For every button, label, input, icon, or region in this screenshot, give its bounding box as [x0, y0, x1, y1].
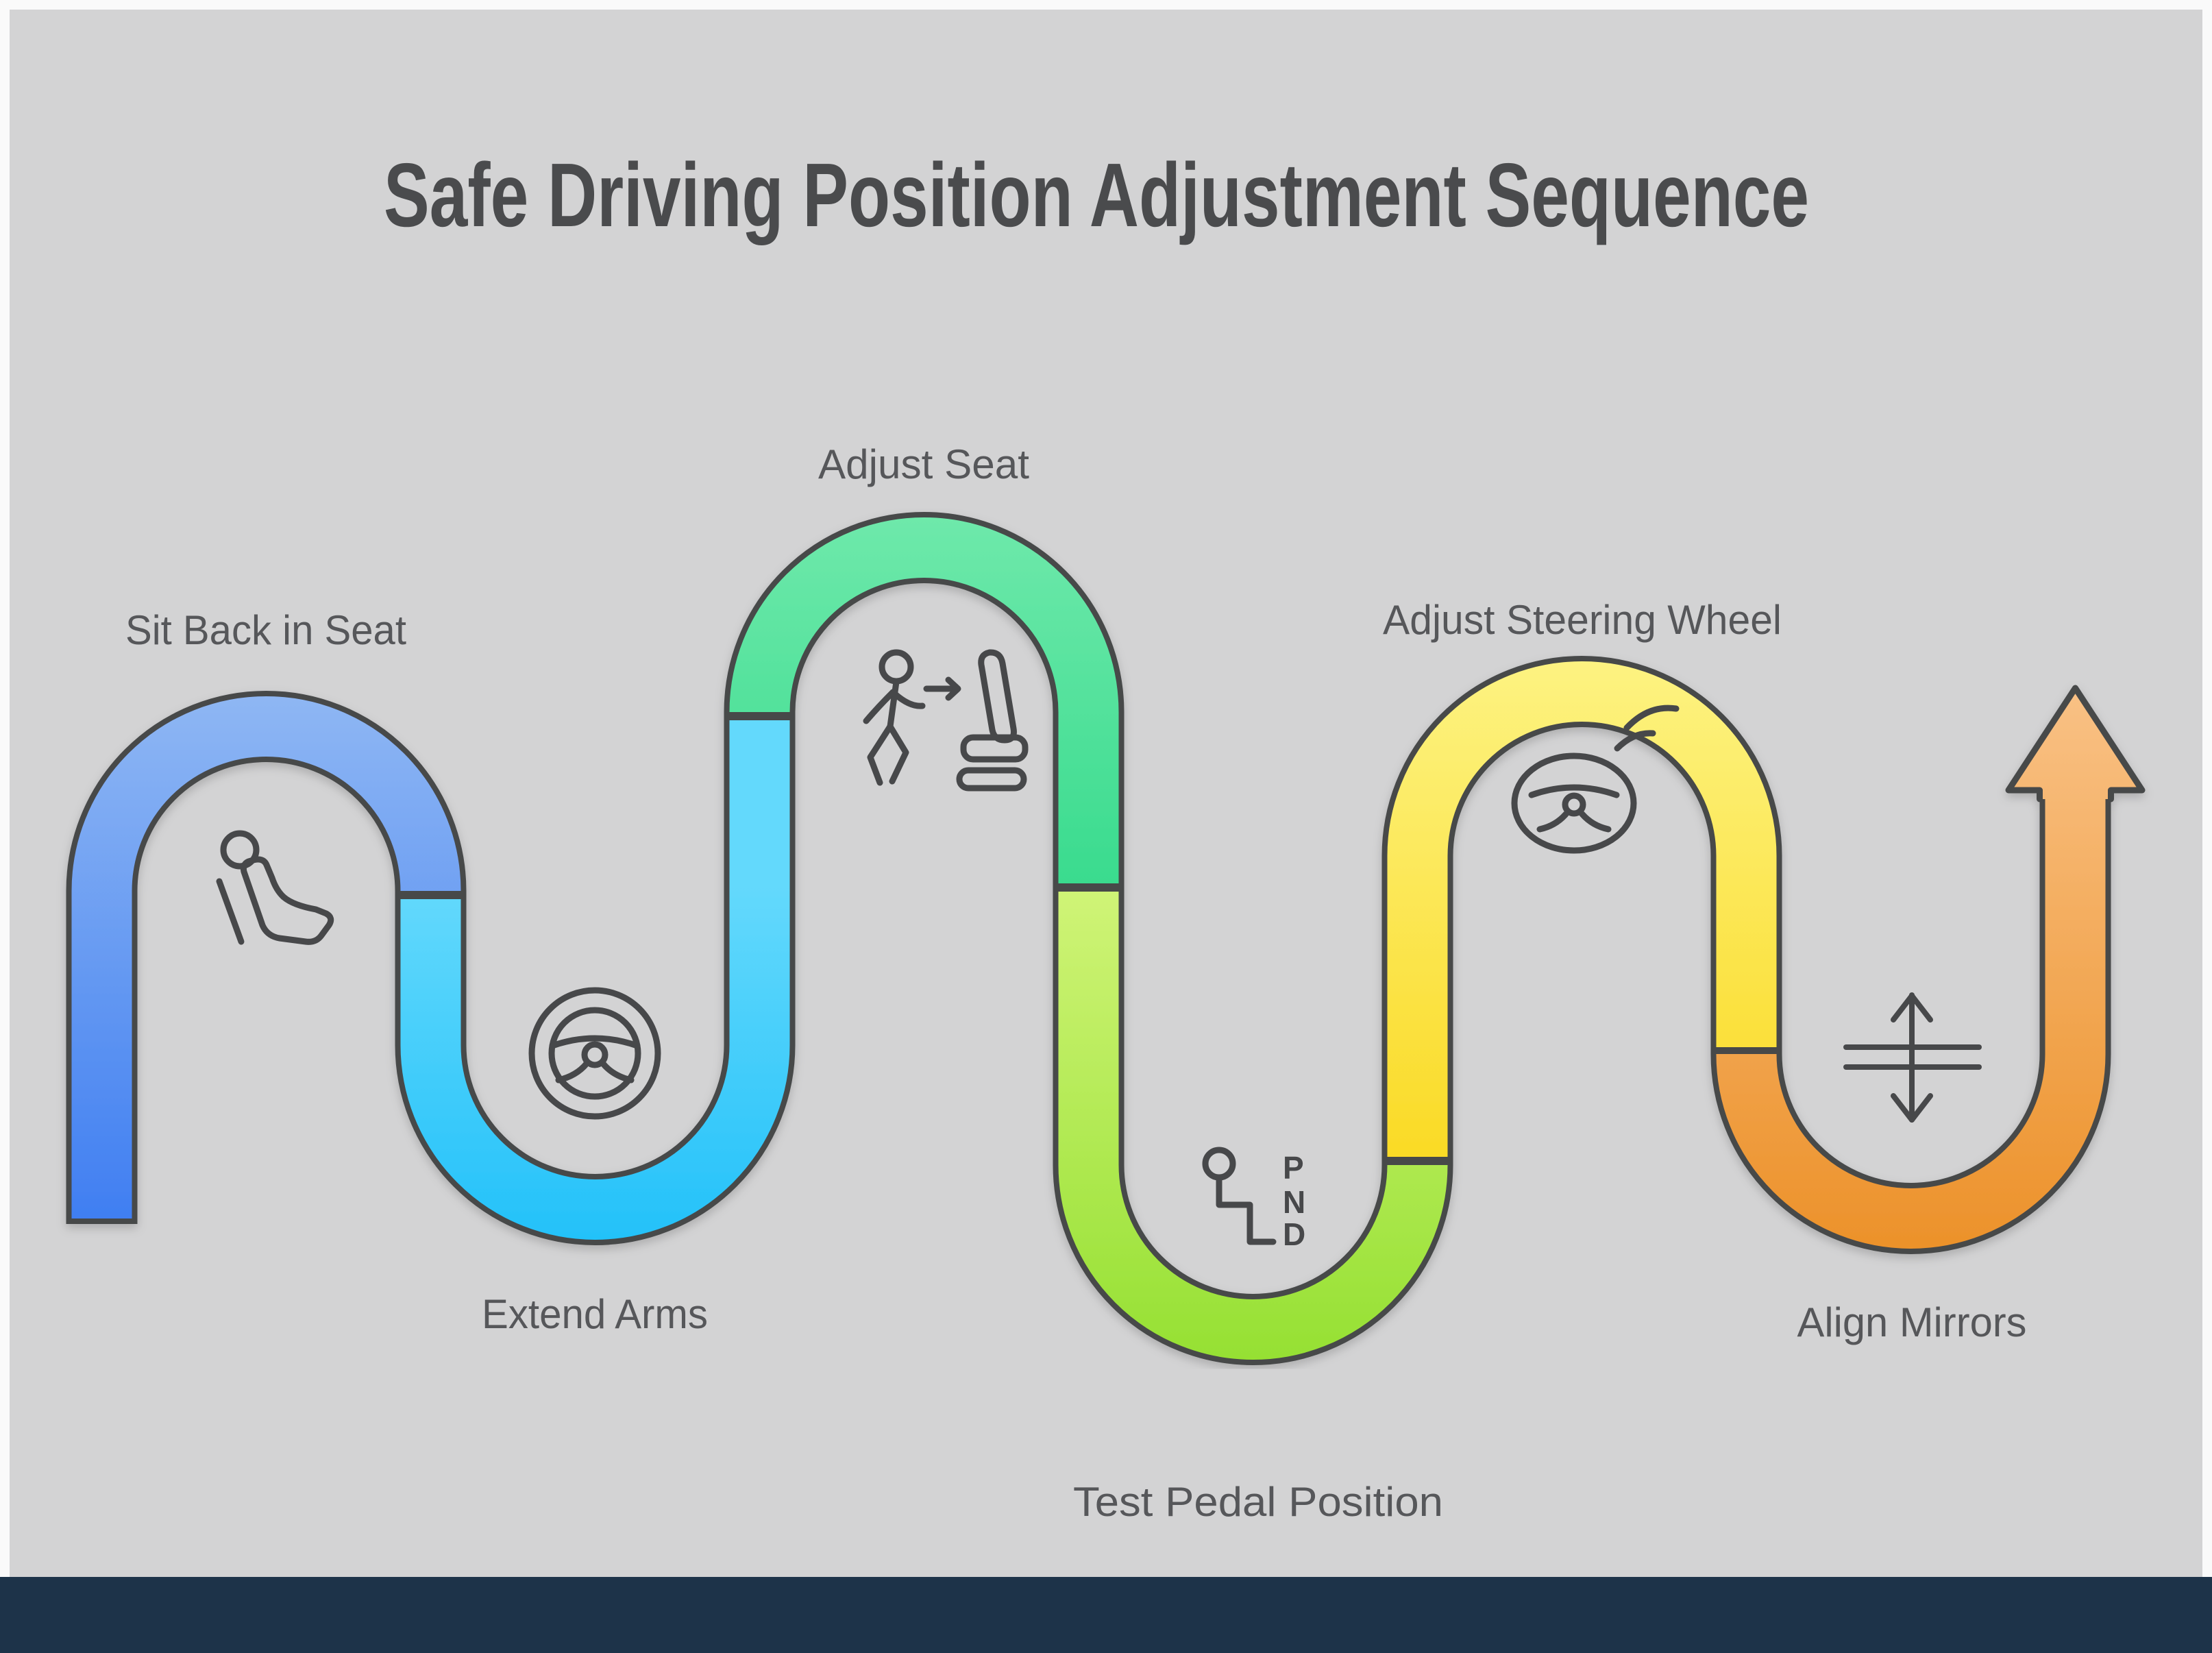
gear-letter-d: D: [1283, 1216, 1305, 1252]
person-to-seat-icon: [863, 649, 1029, 792]
segment-adjust-seat: [729, 517, 1119, 883]
segment-extend-arms: [400, 720, 790, 1240]
steering-wheel-alert-icon: [1511, 705, 1680, 854]
gear-shifter-letters: P N D: [1283, 1150, 1305, 1252]
segment-sit-back-in-seat: [71, 696, 461, 1219]
gear-shifter-icon: [1202, 1147, 1277, 1245]
label-test-pedal-position: Test Pedal Position: [1073, 1479, 1443, 1525]
segment-adjust-steering-wheel: [1387, 661, 1777, 1157]
segment-test-pedal-position: [1058, 892, 1448, 1360]
footer-bar: [0, 1577, 2212, 1653]
arrow-head-fill: [2008, 688, 2142, 799]
segment-align-mirrors: [1716, 796, 2106, 1249]
label-sit-back-in-seat: Sit Back in Seat: [125, 607, 406, 653]
label-adjust-steering-wheel: Adjust Steering Wheel: [1383, 597, 1782, 643]
gear-letter-n: N: [1283, 1184, 1305, 1220]
sequence-path: [66, 512, 2146, 1365]
label-extend-arms: Extend Arms: [482, 1291, 708, 1337]
page-title: Safe Driving Position Adjustment Sequenc…: [384, 145, 1809, 245]
label-align-mirrors: Align Mirrors: [1797, 1299, 2027, 1345]
arrow-head-icon: [2005, 685, 2146, 803]
steering-wheel-icon: [528, 987, 661, 1120]
gear-letter-p: P: [1283, 1150, 1304, 1186]
label-adjust-seat: Adjust Seat: [818, 441, 1029, 487]
mirror-adjust-icon: [1843, 992, 1982, 1123]
reclined-seat-icon: [216, 830, 334, 945]
